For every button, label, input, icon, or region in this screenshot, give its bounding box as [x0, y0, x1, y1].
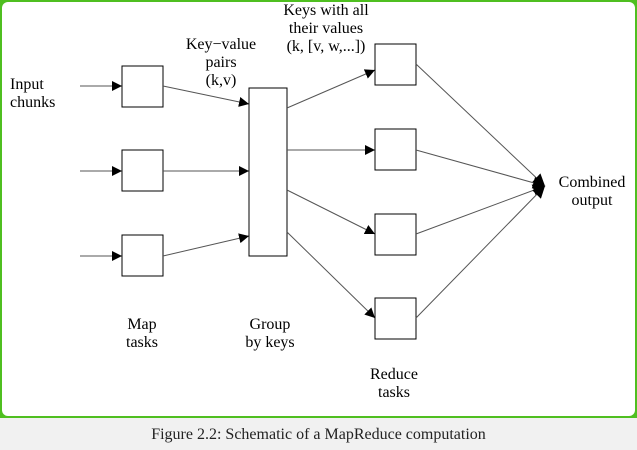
input-label-line-1: Input [10, 76, 44, 93]
reduce-task-box-3 [374, 213, 417, 256]
figure-caption: Figure 2.2: Schematic of a MapReduce com… [151, 426, 486, 443]
keys-label-line-1: Keys with all [283, 2, 369, 19]
reduce-to-output-arrow-2 [415, 149, 546, 189]
group-to-reduce-arrow-3 [286, 189, 376, 235]
kv-label-line-1: Key−value [185, 36, 257, 53]
map-to-group-arrow-1 [162, 85, 250, 107]
reduce-task-box-4 [374, 297, 417, 340]
map-task-box-3 [121, 234, 164, 277]
key-value-pairs-label: Key−value pairs (k,v) [176, 36, 266, 90]
map-tasks-label: Map tasks [110, 316, 174, 352]
reduce-label-line-2: tasks [378, 384, 410, 401]
group-label-line-1: Group [249, 316, 291, 333]
map-label-line-1: Map [127, 316, 157, 333]
combined-label-line-2: output [571, 192, 613, 209]
group-label-line-2: by keys [245, 334, 295, 351]
group-by-keys-label: Group by keys [230, 316, 310, 352]
reduce-to-output-arrow-1 [415, 63, 546, 187]
kv-label-line-3: (k,v) [205, 72, 237, 89]
map-task-box-1 [121, 65, 164, 108]
diagram-panel [2, 2, 635, 416]
reduce-task-box-1 [374, 43, 417, 86]
group-by-keys-box [248, 87, 288, 257]
map-task-box-2 [121, 149, 164, 192]
group-to-reduce-arrow-1 [286, 69, 376, 109]
keys-label-line-3: (k, [v, w,...]) [286, 38, 366, 55]
input-chunks-label: Input chunks [10, 76, 55, 112]
caption-bar [0, 418, 637, 450]
group-to-reduce-arrow-4 [286, 231, 376, 319]
kv-label-line-2: pairs [205, 54, 237, 71]
reduce-to-output-arrow-3 [415, 184, 546, 235]
map-label-line-2: tasks [126, 334, 158, 351]
combined-label-line-1: Combined [558, 174, 626, 191]
reduce-label-line-1: Reduce [370, 366, 418, 383]
map-to-group-arrow-3 [162, 233, 250, 257]
reduce-to-output-arrow-4 [415, 185, 546, 319]
combined-output-label: Combined output [550, 174, 634, 210]
reduce-task-box-2 [374, 128, 417, 171]
mapreduce-diagram [80, 43, 546, 340]
input-label-line-2: chunks [10, 94, 56, 111]
keys-with-values-label: Keys with all their values (k, [v, w,...… [258, 2, 394, 56]
keys-label-line-2: their values [288, 20, 364, 37]
reduce-tasks-label: Reduce tasks [354, 366, 434, 402]
